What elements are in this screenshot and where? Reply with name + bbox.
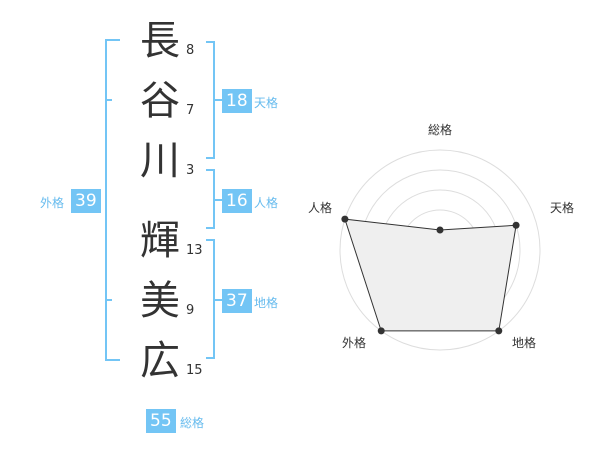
radar-chart (339, 149, 541, 351)
jinkaku-bracket (206, 169, 215, 229)
radar-point-5 (341, 215, 349, 223)
name-char-6: 広 (140, 338, 180, 384)
stroke-count-5: 9 (186, 303, 195, 318)
radar-point-1 (436, 226, 444, 234)
name-char-5: 美 (140, 278, 180, 324)
radar-point-3 (495, 327, 503, 335)
gaikaku-value: 39 (71, 189, 101, 213)
chikaku-value: 37 (222, 289, 252, 313)
radar-label-gaikaku: 外格 (342, 336, 367, 350)
soukaku-value: 55 (146, 409, 176, 433)
soukaku-label: 総格 (180, 416, 205, 430)
radar-label-tenkaku: 天格 (550, 201, 575, 215)
radar-label-jinkaku: 人格 (308, 201, 333, 215)
name-char-3: 川 (140, 138, 180, 184)
name-char-1: 長 (140, 18, 180, 64)
radar-label-soukaku: 総格 (428, 123, 453, 137)
radar-area (344, 218, 517, 332)
jinkaku-value: 16 (222, 189, 252, 213)
radar-point-2 (512, 221, 520, 229)
name-char-2: 谷 (140, 78, 180, 124)
gaikaku-label: 外格 (40, 196, 65, 210)
radar-point-4 (377, 327, 385, 335)
jinkaku-label: 人格 (254, 196, 279, 210)
tenkaku-label: 天格 (254, 96, 279, 110)
radar-points (341, 215, 520, 335)
radar-label-chikaku: 地格 (512, 336, 537, 350)
radar-ring-5 (339, 149, 541, 351)
stroke-count-4: 13 (186, 243, 203, 258)
stroke-count-6: 15 (186, 363, 203, 378)
name-char-4: 輝 (140, 218, 180, 264)
tenkaku-value: 18 (222, 89, 252, 113)
chikaku-label: 地格 (254, 296, 279, 310)
stroke-count-3: 3 (186, 163, 195, 178)
stroke-count-1: 8 (186, 43, 195, 58)
tenkaku-bracket (206, 41, 215, 159)
stroke-count-2: 7 (186, 103, 195, 118)
gaikaku-bracket (105, 39, 120, 361)
